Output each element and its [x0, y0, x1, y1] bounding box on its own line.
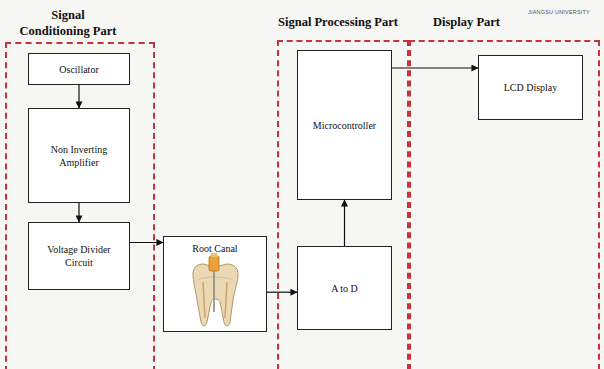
section-frame: Display PartLCD Display [409, 40, 600, 369]
flow-arrow [78, 85, 79, 108]
file-cap [211, 253, 218, 257]
process-box: LCD Display [478, 55, 583, 120]
section-frame: Signal Conditioning PartOscillatorNon In… [5, 42, 155, 369]
file-shaft [213, 270, 215, 312]
process-box: A to D [297, 246, 392, 330]
box-label: Root Canal [192, 242, 237, 255]
tooth-outline [193, 264, 238, 326]
watermark-text: JIANGSU UNIVERSITY [528, 9, 590, 15]
box-label: LCD Display [504, 81, 558, 94]
endodontic-file [209, 253, 219, 312]
file-handle [209, 256, 219, 271]
box-label: Non Inverting Amplifier [36, 143, 122, 169]
box-label: Microcontroller [313, 119, 376, 132]
section-heading: Signal Processing Part [278, 14, 408, 30]
section-frame: Signal Processing PartMicrocontrollerA t… [277, 40, 409, 369]
flow-arrow [392, 67, 478, 68]
process-box: Non Inverting Amplifier [28, 108, 130, 203]
section-heading: Signal Conditioning Part [18, 7, 118, 39]
process-box: Root Canal [163, 236, 267, 332]
flow-arrow [344, 200, 345, 246]
flow-arrow [267, 292, 297, 293]
section-heading: Display Part [433, 14, 513, 30]
flow-arrow [78, 203, 79, 222]
tooth-drawing [193, 264, 238, 326]
flow-arrow [130, 242, 163, 243]
process-box: Microcontroller [297, 50, 392, 200]
box-label: Voltage Divider Circuit [36, 243, 122, 269]
root-canal-line [203, 282, 227, 318]
box-label: Oscillator [59, 63, 98, 76]
crown-line [198, 277, 233, 280]
box-label: A to D [331, 282, 358, 295]
process-box: Voltage Divider Circuit [28, 222, 130, 290]
process-box: Oscillator [28, 53, 130, 85]
